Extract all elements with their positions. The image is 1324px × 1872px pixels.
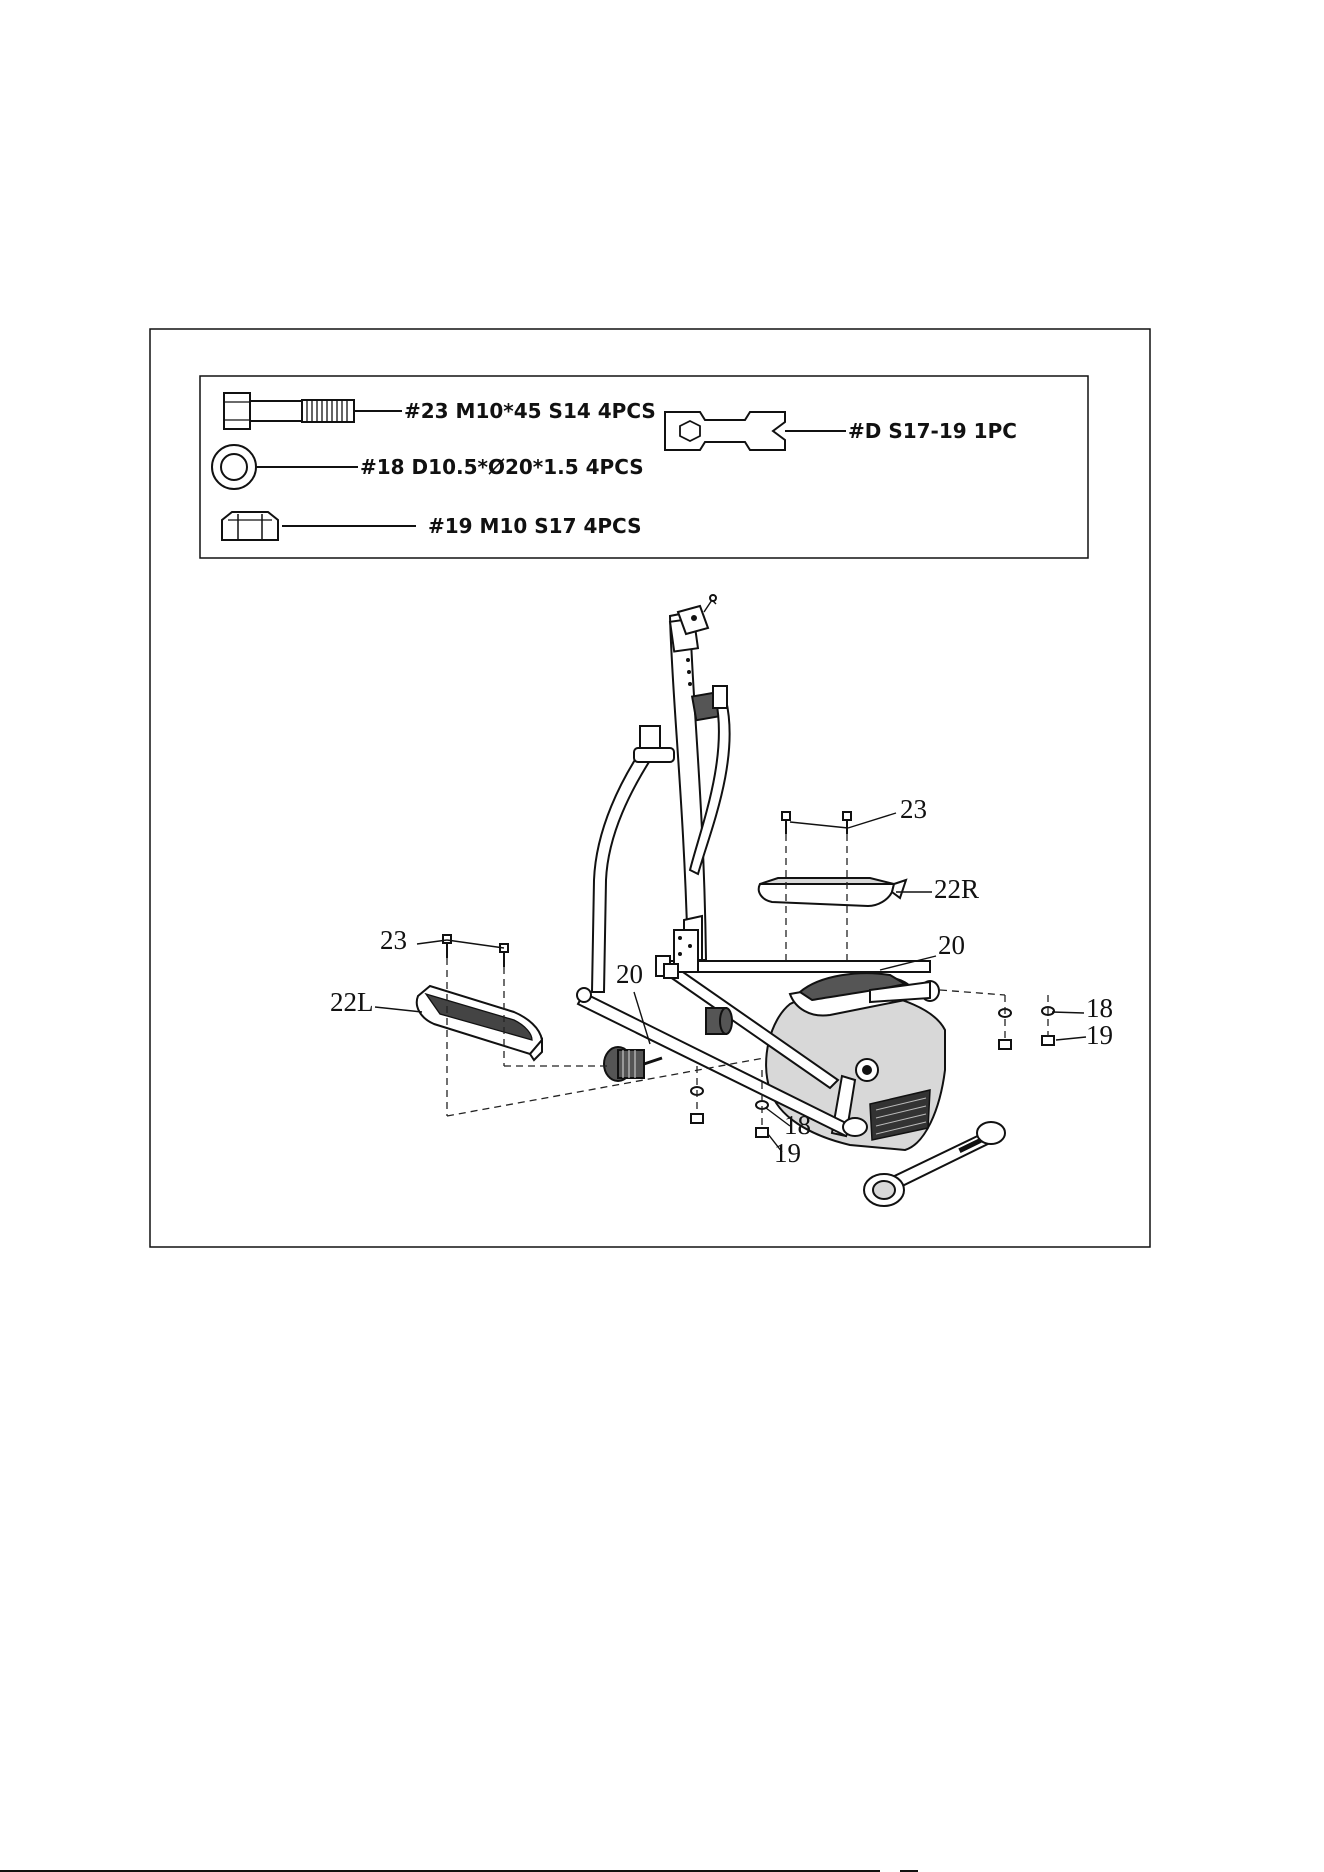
bolt-icon — [224, 393, 354, 429]
callout-20-right: 20 — [938, 930, 965, 960]
wrench-icon — [665, 412, 785, 450]
nut-icon — [222, 512, 278, 540]
bolts-left — [443, 935, 508, 967]
callout-23-right: 23 — [900, 794, 927, 824]
nuts-left — [691, 1114, 768, 1137]
callout-22r: 22R — [934, 874, 979, 904]
washer-icon — [212, 445, 256, 489]
callout-19-left: 19 — [774, 1138, 801, 1168]
washers-right — [999, 1007, 1054, 1017]
roller-left — [604, 1047, 662, 1081]
roller-right — [706, 1008, 732, 1034]
callout-18-right: 18 — [1086, 993, 1113, 1023]
handlebar-left — [592, 726, 674, 992]
callout-22l: 22L — [330, 987, 374, 1017]
elliptical-trainer-drawing: 23 22R 20 18 19 23 22L 20 18 19 — [330, 595, 1113, 1206]
callout-leaders — [375, 813, 1086, 1152]
washer-spec: #18 D10.5*Ø20*1.5 4PCS — [360, 455, 644, 479]
callout-23-left: 23 — [380, 925, 407, 955]
callout-19-right: 19 — [1086, 1020, 1113, 1050]
wrench-spec: #D S17-19 1PC — [848, 419, 1017, 443]
bolts-right — [782, 812, 851, 834]
bolt-spec: #23 M10*45 S14 4PCS — [404, 399, 656, 423]
nut-spec: #19 M10 S17 4PCS — [428, 514, 641, 538]
callout-18-left: 18 — [784, 1110, 811, 1140]
callout-20-left: 20 — [616, 959, 643, 989]
pedal-left — [417, 986, 542, 1060]
nuts-right — [999, 1036, 1054, 1049]
pedal-right — [759, 878, 906, 906]
